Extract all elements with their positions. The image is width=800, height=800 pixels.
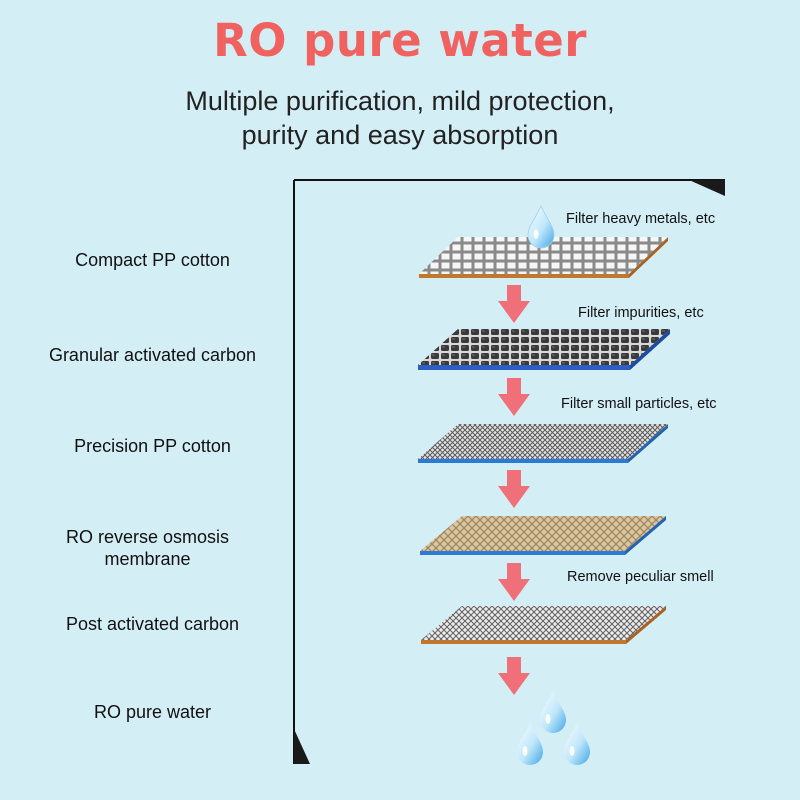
subtitle-line-2: purity and easy absorption — [241, 120, 559, 150]
water-droplet-icon — [564, 723, 590, 765]
filter-layer-3 — [418, 424, 668, 463]
water-droplet-icon — [517, 723, 543, 765]
down-arrow — [498, 378, 530, 416]
frame-bottom-triangle — [294, 729, 310, 764]
note-remove-peculiar-smell: Remove peculiar smell — [567, 569, 714, 585]
frame-top-triangle — [689, 180, 725, 196]
filter-layer-4 — [420, 516, 666, 555]
subtitle-line-1: Multiple purification, mild protection, — [185, 86, 615, 116]
note-filter-small-particles: Filter small particles, etc — [561, 396, 717, 412]
page-title: RO pure water — [213, 14, 587, 67]
down-arrow — [498, 285, 530, 323]
down-arrow — [498, 563, 530, 601]
note-filter-impurities: Filter impurities, etc — [578, 305, 704, 321]
water-droplet-icon — [527, 204, 555, 249]
layer-label-granular-activated-carbon: Granular activated carbon — [48, 345, 257, 365]
layer-label-compact-pp-cotton: Compact PP cotton — [75, 250, 230, 270]
frame-line — [293, 179, 725, 764]
note-filter-heavy-metals: Filter heavy metals, etc — [566, 211, 716, 227]
down-arrow — [498, 657, 530, 695]
filter-layer-1 — [419, 237, 668, 278]
water-droplet-icon — [540, 691, 566, 733]
filter-layer-2 — [418, 329, 670, 370]
down-arrow — [498, 470, 530, 508]
layer-label-ro-membrane: RO reverse osmosis membrane — [65, 527, 230, 569]
filter-layer-5 — [421, 606, 666, 644]
layer-label-post-activated-carbon: Post activated carbon — [65, 614, 240, 634]
layer-label-precision-pp-cotton: Precision PP cotton — [74, 436, 231, 456]
final-label-ro-pure-water: RO pure water — [93, 702, 212, 722]
